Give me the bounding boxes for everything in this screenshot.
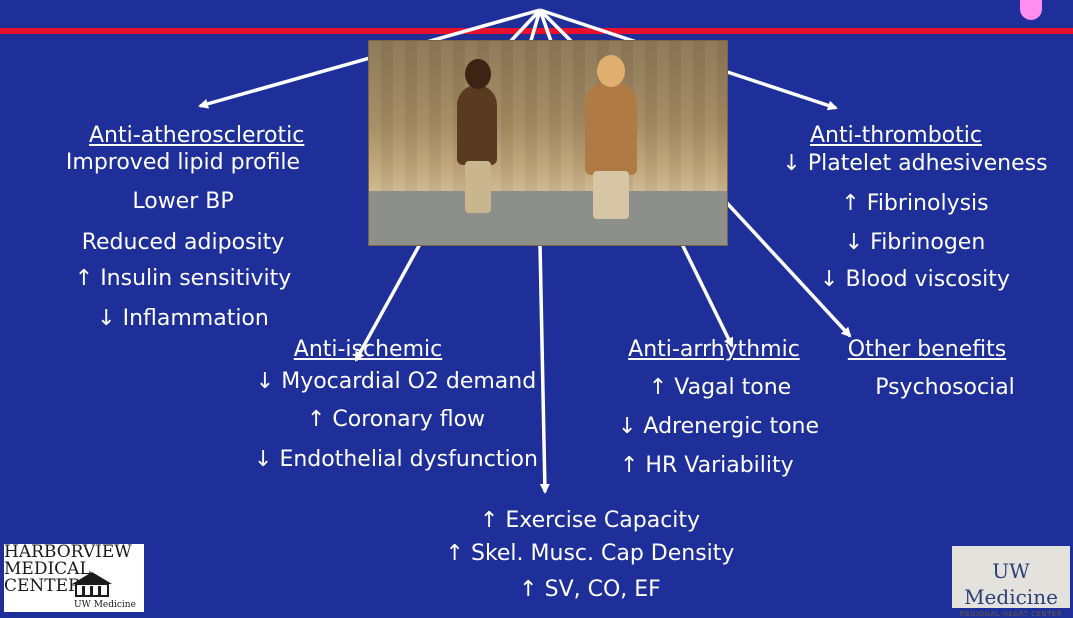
anti-thrombotic-heading: Anti-thrombotic <box>810 122 980 150</box>
list-item: ↓ Platelet adhesiveness <box>760 150 1070 178</box>
harborview-logo: HARBORVIEW MEDICAL CENTER UW Medicine <box>4 544 144 612</box>
list-item: Improved lipid profile <box>44 149 322 177</box>
list-item: ↓ Endothelial dysfunction <box>226 446 566 474</box>
list-item: ↑ Skel. Musc. Cap Density <box>440 540 740 568</box>
walking-women-photo <box>368 40 728 246</box>
list-item: ↑ Vagal tone <box>600 374 840 402</box>
logo-title: UW Medicine <box>952 558 1070 610</box>
list-item: Lower BP <box>44 188 322 216</box>
building-icon <box>70 570 114 598</box>
list-item: ↑ Coronary flow <box>226 406 566 434</box>
anti-arrhythmic-heading: Anti-arrhythmic <box>610 336 818 364</box>
anti-ischemic-heading: Anti-ischemic <box>268 336 468 364</box>
list-item: ↓ Inflammation <box>44 305 322 333</box>
arrow-to-anti-arrhythmic <box>682 244 732 346</box>
list-item: ↑ SV, CO, EF <box>440 576 740 604</box>
list-item: ↓ Myocardial O2 demand <box>226 368 566 396</box>
list-item: ↑ HR Variability <box>620 452 794 480</box>
other-benefits-heading: Other benefits <box>832 336 1022 364</box>
logo-subtitle: UW Medicine <box>74 600 136 610</box>
list-item: ↑ Insulin sensitivity <box>44 265 322 293</box>
list-item: ↓ Blood viscosity <box>760 266 1070 294</box>
list-item: ↑ Exercise Capacity <box>440 507 740 535</box>
uw-medicine-logo: UW Medicine REGIONAL HEART CENTER <box>952 546 1070 608</box>
list-item: ↑ Fibrinolysis <box>760 190 1070 218</box>
logo-subtitle: REGIONAL HEART CENTER <box>952 610 1070 618</box>
list-item: ↓ Adrenergic tone <box>618 413 819 441</box>
list-item: Reduced adiposity <box>44 229 322 257</box>
list-item: ↓ Fibrinogen <box>760 229 1070 257</box>
list-item: Psychosocial <box>860 374 1030 402</box>
anti-atherosclerotic-heading: Anti-atherosclerotic <box>89 122 275 150</box>
